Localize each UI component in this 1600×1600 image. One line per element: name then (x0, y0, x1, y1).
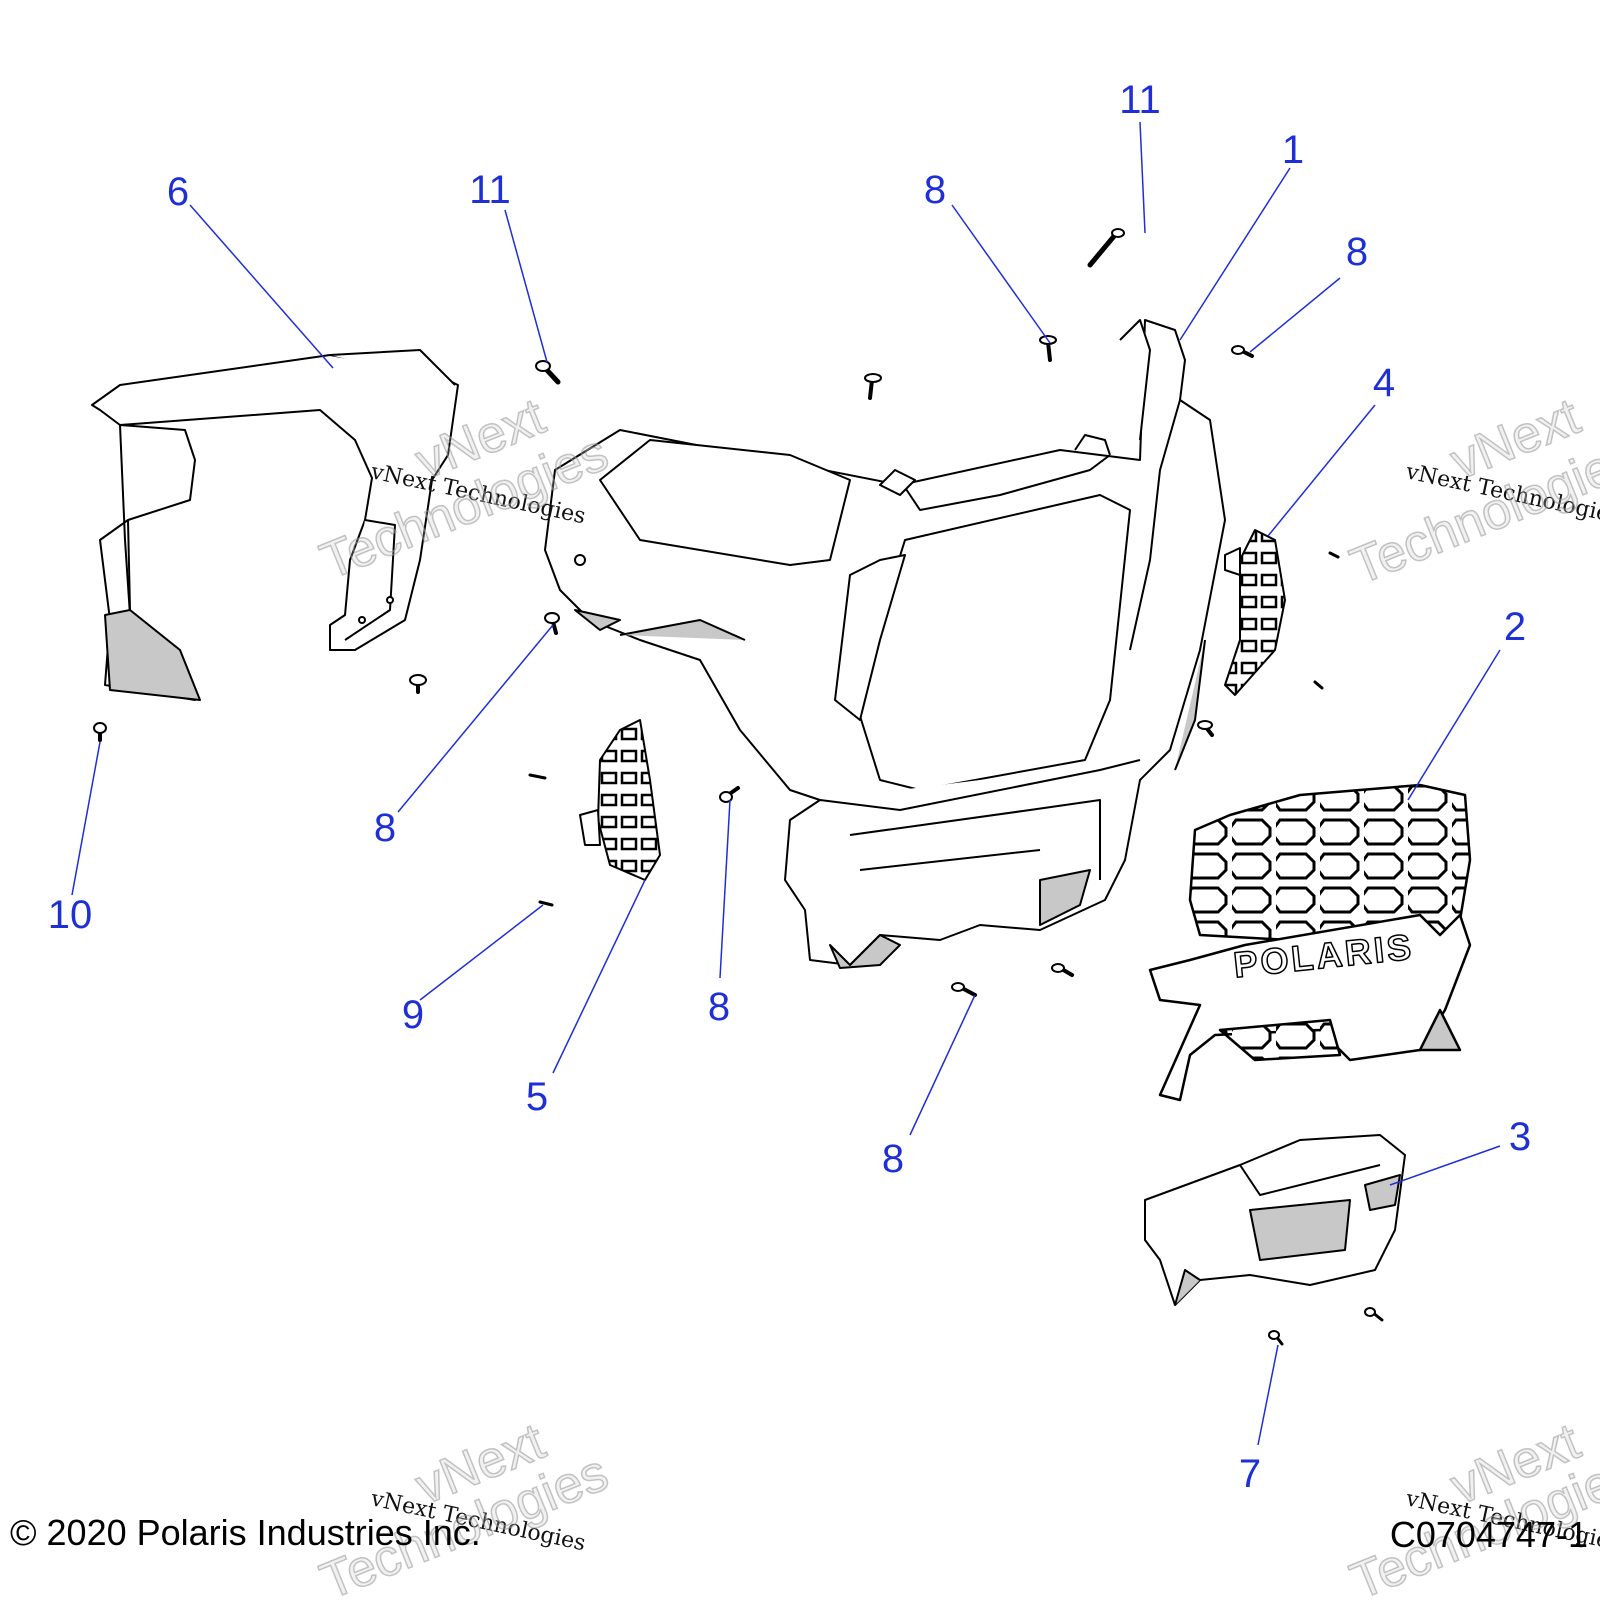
callout-8-bottom[interactable]: 8 (881, 1137, 905, 1181)
callout-11-left[interactable]: 11 (469, 168, 511, 212)
leader-8a (951, 204, 1051, 344)
leader-5 (552, 879, 646, 1074)
leader-3 (1389, 1145, 1501, 1186)
part-5-left-louver-trim (579, 719, 661, 881)
leader-10 (71, 741, 101, 896)
leader-4 (1267, 404, 1376, 537)
callout-11-top[interactable]: 11 (1119, 78, 1161, 122)
callout-4[interactable]: 4 (1372, 361, 1396, 405)
screw-right-1 (1328, 551, 1340, 559)
leader-7 (1257, 1344, 1279, 1446)
callout-8-mid[interactable]: 8 (707, 985, 731, 1029)
drawing-id: C0704747-1 (1389, 1514, 1588, 1555)
leader-2 (1407, 649, 1501, 801)
screw-11-left (535, 360, 561, 385)
leader-8e (909, 994, 976, 1136)
screw-7b (1364, 1307, 1384, 1322)
callout-8-right[interactable]: 8 (1345, 230, 1369, 274)
leader-8b (1249, 277, 1341, 353)
screw-top-center (864, 373, 882, 400)
screw-right-3 (1197, 720, 1214, 737)
part-4-right-louver-trim (1224, 529, 1286, 696)
screw-8-right (1231, 345, 1254, 358)
callout-2[interactable]: 2 (1503, 605, 1527, 649)
callout-5[interactable]: 5 (525, 1075, 549, 1119)
screw-7 (1268, 1330, 1284, 1346)
leader-8c (397, 624, 554, 813)
callout-8-left[interactable]: 8 (373, 806, 397, 850)
part-6-fender-shield (91, 349, 459, 701)
screw-8-left (544, 612, 560, 635)
part-2-front-grille: POLARIS (1148, 783, 1472, 1102)
leader-11a (1139, 121, 1146, 234)
leader-8d (719, 799, 731, 979)
screw-left-small-1 (528, 773, 547, 780)
callout-6[interactable]: 6 (166, 170, 190, 214)
copyright-text: © 2020 Polaris Industries Inc. (10, 1512, 481, 1553)
screw-10 (93, 722, 107, 742)
leader-6 (189, 204, 334, 369)
leader-1 (1179, 167, 1291, 341)
screw-8-mid (719, 786, 740, 803)
screw-8-bottom (951, 982, 977, 997)
leader-9 (419, 904, 544, 1001)
leader-11b (504, 209, 548, 363)
screw-right-2 (1313, 680, 1324, 690)
callout-3[interactable]: 3 (1508, 1115, 1532, 1159)
screw-bottom-center (1051, 963, 1074, 977)
callout-9[interactable]: 9 (401, 993, 425, 1037)
callout-8-top[interactable]: 8 (923, 168, 947, 212)
screw-11-top (1087, 228, 1125, 268)
callout-1[interactable]: 1 (1281, 128, 1305, 172)
callout-10[interactable]: 10 (47, 893, 93, 937)
callout-7[interactable]: 7 (1238, 1452, 1262, 1496)
screw-shield-lower (409, 674, 427, 694)
screw-9 (538, 900, 554, 907)
part-1-front-bumper (544, 319, 1226, 969)
part-3-lower-panel (1144, 1134, 1406, 1306)
